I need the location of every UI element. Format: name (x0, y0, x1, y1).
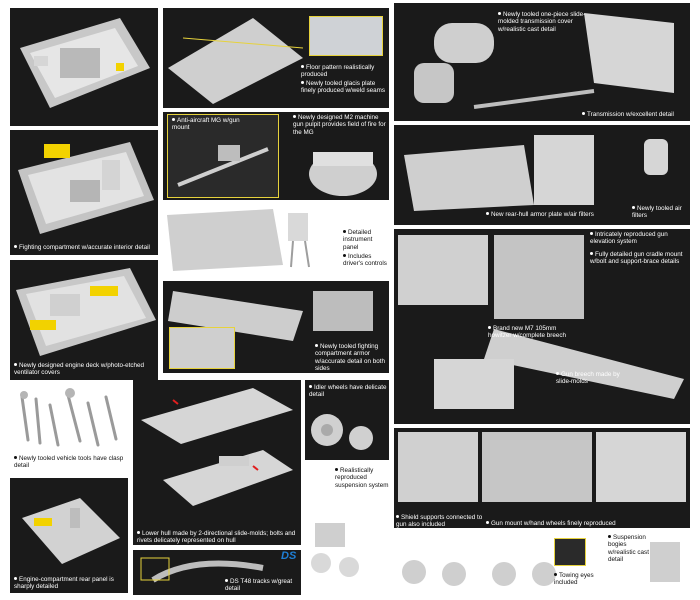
rear-hull-plate-image (404, 135, 668, 211)
caption-rear-hull-plate: New rear-hull armor plate w/air filters (486, 211, 646, 218)
suspension-system-image (311, 523, 359, 577)
panel-instrument: Detailed instrument panel Includes drive… (163, 205, 389, 277)
caption-suspension-bogies: Suspension bogies w/realistic cast detai… (608, 534, 649, 564)
engine-deck-image (16, 268, 156, 356)
rear-panel-image (22, 498, 120, 564)
caption-driver-controls: Includes driver's controls (343, 253, 387, 268)
panel-mg: Anti-aircraft MG w/gun mount Newly desig… (163, 112, 389, 200)
caption-floor-pattern: Floor pattern realistically produced (301, 64, 375, 79)
mg-inset: Anti-aircraft MG w/gun mount (167, 114, 279, 198)
towing-eyes-inset (554, 538, 586, 566)
caption-gun-elevation: Intricately reproduced gun elevation sys… (590, 231, 668, 246)
suspension-bogies-image (402, 542, 680, 586)
vehicle-tools-image (20, 388, 118, 447)
mg-pulpit-image (309, 152, 377, 196)
caption-gun-cradle: Fully detailed gun cradle mount w/bolt a… (590, 251, 683, 266)
armor-inset (169, 327, 235, 369)
ds-logo: DS (281, 550, 297, 562)
anti-aircraft-mg-image (177, 145, 269, 187)
caption-ds-tracks: DS T48 tracks w/great detail (225, 578, 293, 593)
lower-hull-image (141, 388, 293, 506)
caption-anti-aircraft-mg: Anti-aircraft MG w/gun mount (172, 117, 240, 132)
caption-shield-supports: Shield supports connected to gun also in… (396, 514, 483, 528)
caption-air-filters: Newly tooled air filters (632, 205, 682, 220)
instrument-panel-image (167, 209, 310, 271)
caption-lower-hull: Lower hull made by 2-directional slide-m… (137, 530, 296, 545)
transmission-image (414, 13, 674, 109)
panel-fighting-armor: Newly tooled fighting compartment armor … (163, 281, 389, 373)
caption-glacis-plate: Newly tooled glacis plate finely produce… (301, 80, 385, 95)
caption-m7-howitzer: Brand new M7 105mm howitzer w/complete b… (488, 325, 567, 340)
panel-rear-hull: New rear-hull armor plate w/air filters … (394, 125, 690, 225)
caption-fighting-compartment: Fighting compartment w/accurate interior… (14, 244, 158, 251)
floor-pattern-inset (309, 16, 383, 56)
hull-render-image (20, 18, 150, 108)
caption-engine-deck: Newly designed engine deck w/photo-etche… (14, 362, 144, 377)
caption-instrument-panel: Detailed instrument panel (343, 229, 373, 251)
panel-floor-glacis: Floor pattern realistically produced New… (163, 8, 389, 108)
caption-transmission-cover: Newly tooled one-piece slide-molded tran… (498, 11, 586, 33)
fighting-compartment-image (18, 142, 154, 234)
panel-shield-mount: Shield supports connected to gun also in… (394, 428, 690, 528)
panel-ds-tracks: DS DS T48 tracks w/great detail (133, 550, 301, 595)
panel-fighting-compartment-top (10, 8, 158, 126)
caption-transmission: Transmission w/excellent detail (582, 111, 690, 118)
caption-towing-eyes: Towing eyes included (554, 572, 594, 587)
panel-rear-panel: Engine-compartment rear panel is sharply… (10, 478, 128, 593)
caption-suspension-system: Realistically reproduced suspension syst… (335, 467, 389, 489)
fighting-armor-image (168, 291, 373, 341)
caption-gun-mount-wheels: Gun mount w/hand wheels finely reproduce… (486, 520, 686, 527)
howitzer-image (398, 235, 684, 409)
panel-vehicle-tools: Newly tooled vehicle tools have clasp de… (10, 385, 128, 470)
ds-tracks-image (140, 557, 264, 583)
panel-fighting-compartment: Fighting compartment w/accurate interior… (10, 130, 158, 255)
caption-gun-breech: Gun breech made by slide-molds (556, 371, 620, 386)
caption-vehicle-tools: Newly tooled vehicle tools have clasp de… (14, 455, 124, 470)
panel-gun: Intricately reproduced gun elevation sys… (394, 229, 690, 424)
caption-fighting-armor: Newly tooled fighting compartment armor … (315, 343, 386, 373)
panel-engine-deck: Newly designed engine deck w/photo-etche… (10, 260, 158, 380)
panel-lower-hull: Lower hull made by 2-directional slide-m… (133, 380, 301, 545)
glacis-plate-image (168, 18, 304, 104)
panel-suspension-system: Realistically reproduced suspension syst… (305, 463, 389, 595)
caption-idler-wheels: Idler wheels have delicate detail (309, 384, 387, 399)
caption-m2-pulpit: Newly designed M2 machine gun pulpit pro… (293, 114, 386, 136)
panel-transmission: Newly tooled one-piece slide-molded tran… (394, 3, 690, 121)
caption-rear-panel: Engine-compartment rear panel is sharply… (14, 576, 114, 591)
panel-bogies: Towing eyes included Suspension bogies w… (394, 532, 690, 595)
gun-mount-image (398, 432, 686, 502)
idler-wheels-image (311, 414, 373, 450)
panel-idler-wheels: Idler wheels have delicate detail (305, 380, 389, 460)
